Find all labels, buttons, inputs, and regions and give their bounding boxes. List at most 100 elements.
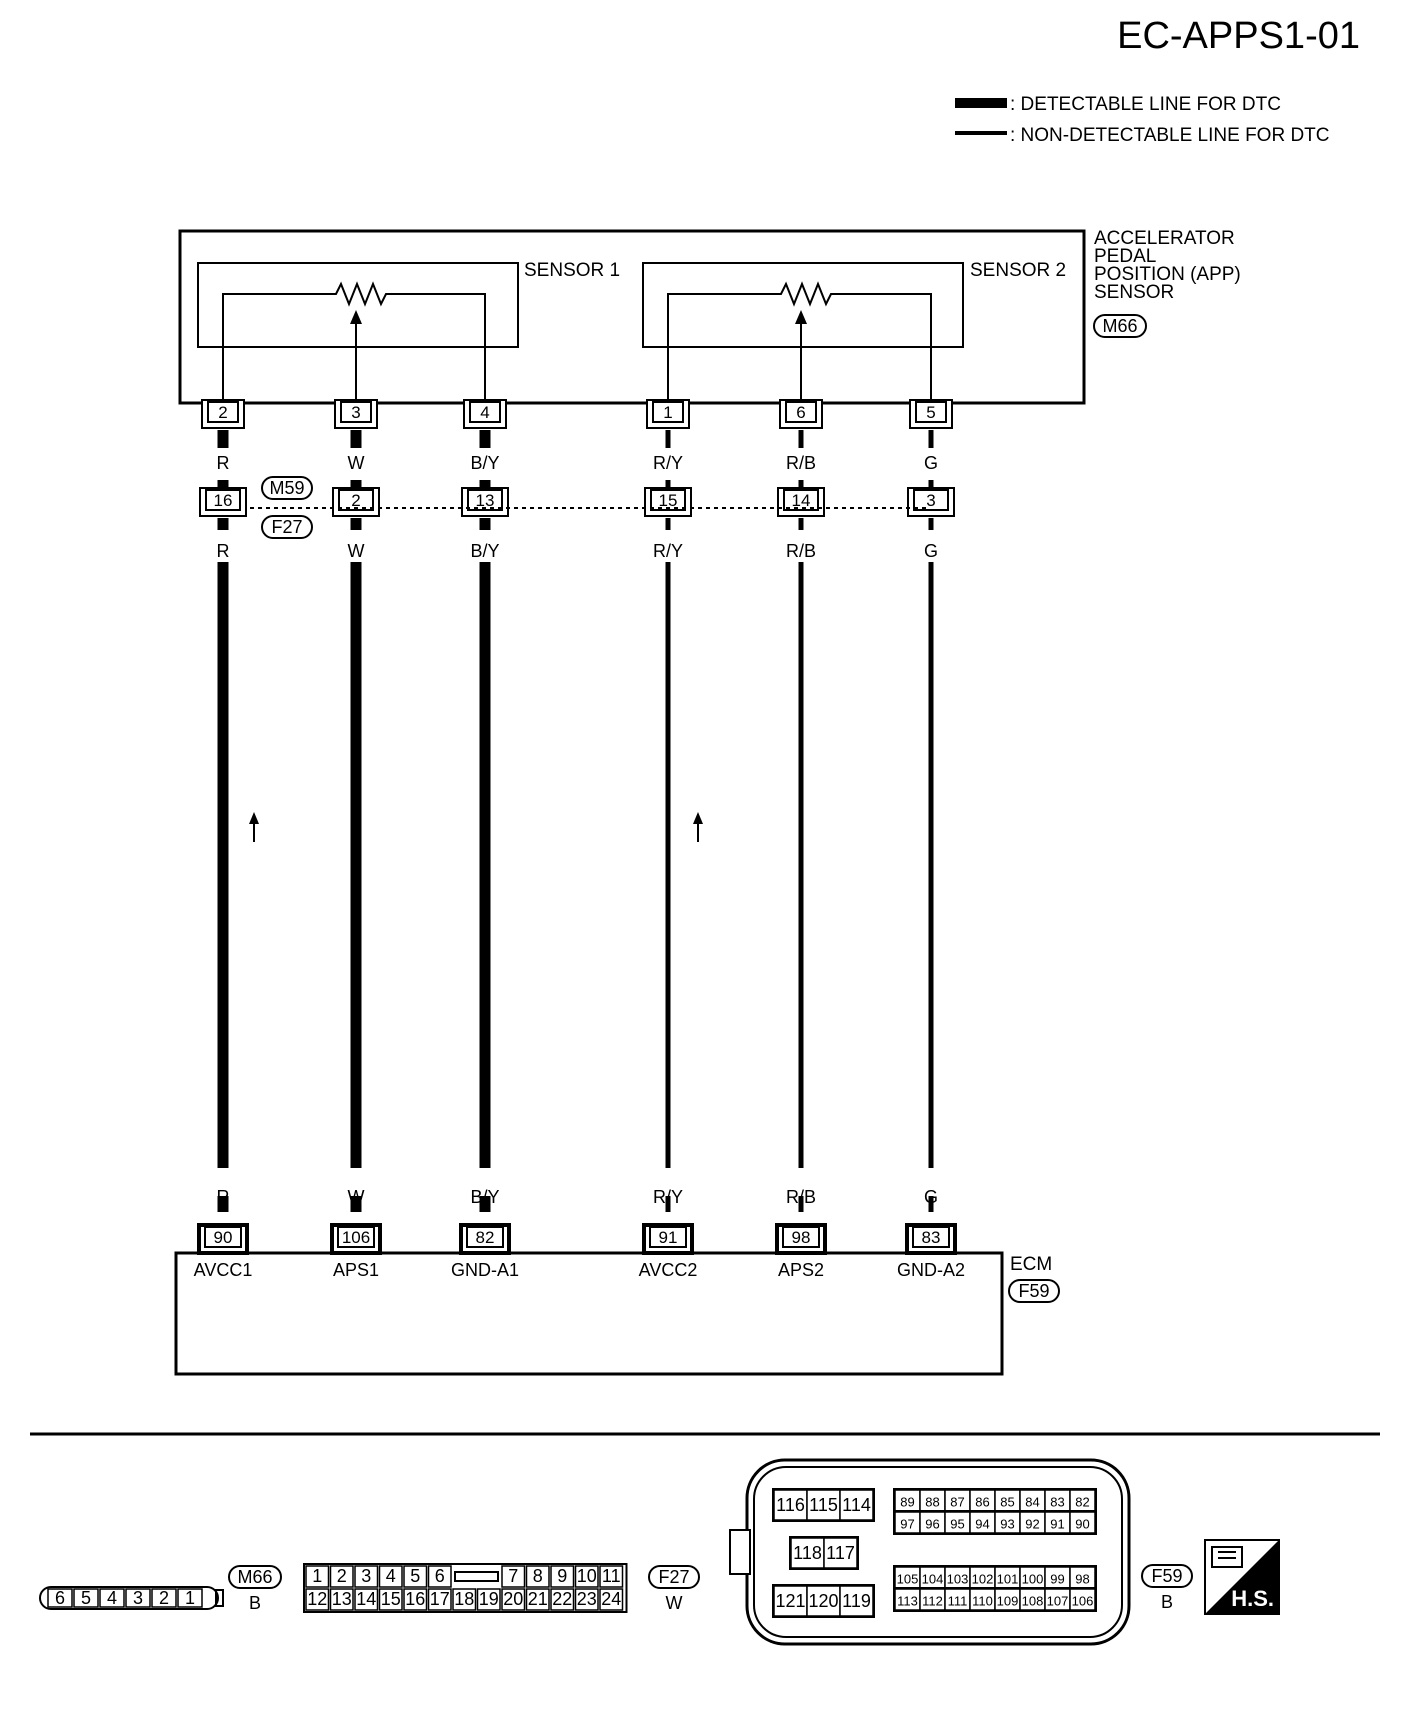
f27-pin-number: 20	[503, 1589, 523, 1609]
wire-3-color-label: B/Y	[470, 541, 499, 561]
f27-pin-number: 2	[337, 1566, 347, 1586]
f27-pin-cell	[550, 1588, 575, 1611]
legend-thick-label: : DETECTABLE LINE FOR DTC	[1010, 94, 1281, 115]
wire-5-ecm-terminal-label: APS2	[778, 1260, 824, 1280]
f59-pin-number: 99	[1050, 1572, 1064, 1587]
f59-pin-number: 85	[1000, 1495, 1014, 1510]
legend: : DETECTABLE LINE FOR DTC : NON-DETECTAB…	[955, 94, 1330, 146]
sensor-2-circuit	[667, 281, 932, 413]
f27-pin-cell	[574, 1565, 599, 1588]
diagram-title: EC-APPS1-01	[1117, 15, 1360, 57]
wire-2-joint-connector-pin-box	[338, 489, 374, 511]
f59-housing-inner	[753, 1466, 1123, 1638]
f27-pin-cell	[305, 1588, 330, 1611]
flow-arrow-1-head	[249, 812, 259, 824]
wire-5-color-label: R/B	[786, 453, 816, 473]
m66-pin-cell	[47, 1588, 73, 1608]
wire-3-color-label: B/Y	[470, 453, 499, 473]
m66-latch	[215, 1589, 224, 1607]
f59-pin-block	[772, 1488, 875, 1522]
flow-arrow-2-head	[693, 812, 703, 824]
app-sensor: ACCELERATOR PEDAL POSITION (APP) SENSOR …	[178, 228, 1241, 413]
wire-3-ecm-connector-pin-box	[466, 1226, 504, 1248]
wire-4-sensor-connector-pin: 1	[663, 403, 672, 422]
wire-1-joint-connector-pin: 16	[214, 491, 233, 510]
wire-3-ecm-terminal-label: GND-A1	[451, 1260, 519, 1280]
f27-pin-number: 18	[454, 1589, 474, 1609]
f59-latch	[729, 1529, 751, 1575]
wire-6-color-label: G	[924, 541, 938, 561]
wire-4-joint-connector-pin-box	[650, 489, 686, 511]
f27-pin-number: 12	[307, 1589, 327, 1609]
connector-id-badge	[261, 515, 313, 539]
wire-3-sensor-connector-pin: 4	[480, 403, 489, 422]
wires-layer: 21690RRRAVCC132106WWWAPS141382B/YB/YB/YG…	[194, 399, 965, 1280]
f27-pin-cell	[452, 1588, 477, 1611]
wire-1-color-label: R	[217, 453, 230, 473]
f27-pin-number: 1	[312, 1566, 322, 1586]
connector-id-badge	[1141, 1564, 1193, 1588]
sensor-2-wiper-arrow	[795, 310, 807, 324]
connector-id-badge	[1093, 314, 1147, 338]
f59-pin-block	[893, 1510, 1097, 1535]
f59-pin-cell	[823, 1537, 858, 1569]
legend-thick-line	[955, 98, 1007, 108]
f59-pin-number: 118	[793, 1543, 822, 1563]
f59-pin-number: 87	[950, 1495, 964, 1510]
app-sensor-name: PEDAL	[1094, 246, 1156, 267]
wire-1-ecm-connector-pin: 90	[214, 1228, 233, 1247]
f27-pin-cell	[378, 1588, 403, 1611]
f27-pin-cell	[476, 1588, 501, 1611]
f59-pin-number: 102	[972, 1572, 994, 1587]
f59-pin-number: 111	[948, 1594, 968, 1609]
wire-6-color-label: G	[924, 1187, 938, 1207]
f27-pin-cell	[354, 1565, 379, 1588]
m66-housing	[39, 1586, 219, 1610]
wire-2-sensor-connector-pin-box	[340, 401, 372, 423]
wire-5-color-label: R/B	[786, 541, 816, 561]
sensor-1-label: SENSOR 1	[524, 260, 620, 281]
f27-pin-number: 17	[430, 1589, 450, 1609]
app-sensor-name: ACCELERATOR	[1094, 228, 1235, 249]
f59-pin-number: 121	[775, 1591, 805, 1611]
sensor-2-label: SENSOR 2	[970, 260, 1066, 281]
f27-housing	[303, 1563, 628, 1613]
ecm-name: ECM	[1010, 1254, 1052, 1275]
f27-pin-number: 8	[533, 1566, 543, 1586]
f27-pin-cell	[525, 1565, 550, 1588]
wire-6-sensor-connector-pin-box	[915, 401, 947, 423]
wire-6-ecm-terminal-label: GND-A2	[897, 1260, 965, 1280]
f59-pin-number: 91	[1050, 1517, 1064, 1532]
f59-pin-block	[772, 1584, 875, 1618]
f27-pin-cell	[354, 1588, 379, 1611]
wire-3-joint-connector-pin: 13	[476, 491, 495, 510]
wire-6-joint-connector-pin-box	[913, 489, 949, 511]
f27-pin-number: 15	[381, 1589, 401, 1609]
hs-badge: H.S.	[1204, 1539, 1280, 1615]
connector-icon	[1211, 1546, 1243, 1568]
f59-pin-number: 96	[925, 1517, 939, 1532]
wire-1-sensor-connector-pin: 2	[218, 403, 227, 422]
f59-pin-cell	[1069, 1511, 1096, 1534]
f27-pin-cell	[329, 1588, 354, 1611]
f27-pin-number: 13	[332, 1589, 352, 1609]
m66-pin-number: 2	[159, 1588, 169, 1608]
connector-color: B	[1161, 1592, 1173, 1612]
m66-pin-number: 4	[107, 1588, 117, 1608]
app-sensor-name: POSITION (APP)	[1094, 264, 1241, 285]
wire-3-joint-connector-pin-box	[467, 489, 503, 511]
f27-pin-cell	[305, 1565, 330, 1588]
f27-pin-number: 16	[405, 1589, 425, 1609]
m66-pin-number: 3	[133, 1588, 143, 1608]
connector-id: F59	[1018, 1281, 1049, 1301]
f59-pin-number: 82	[1075, 1495, 1089, 1510]
wire-2-ecm-terminal-label: APS1	[333, 1260, 379, 1280]
connector-id: F27	[271, 517, 302, 537]
f59-pin-number: 103	[947, 1572, 969, 1587]
wire-4-color-label: R/Y	[653, 541, 683, 561]
sensor-1-wiper-arrow	[350, 310, 362, 324]
wire-4-color-label: R/Y	[653, 1187, 683, 1207]
f59-pin-number: 110	[972, 1594, 993, 1609]
